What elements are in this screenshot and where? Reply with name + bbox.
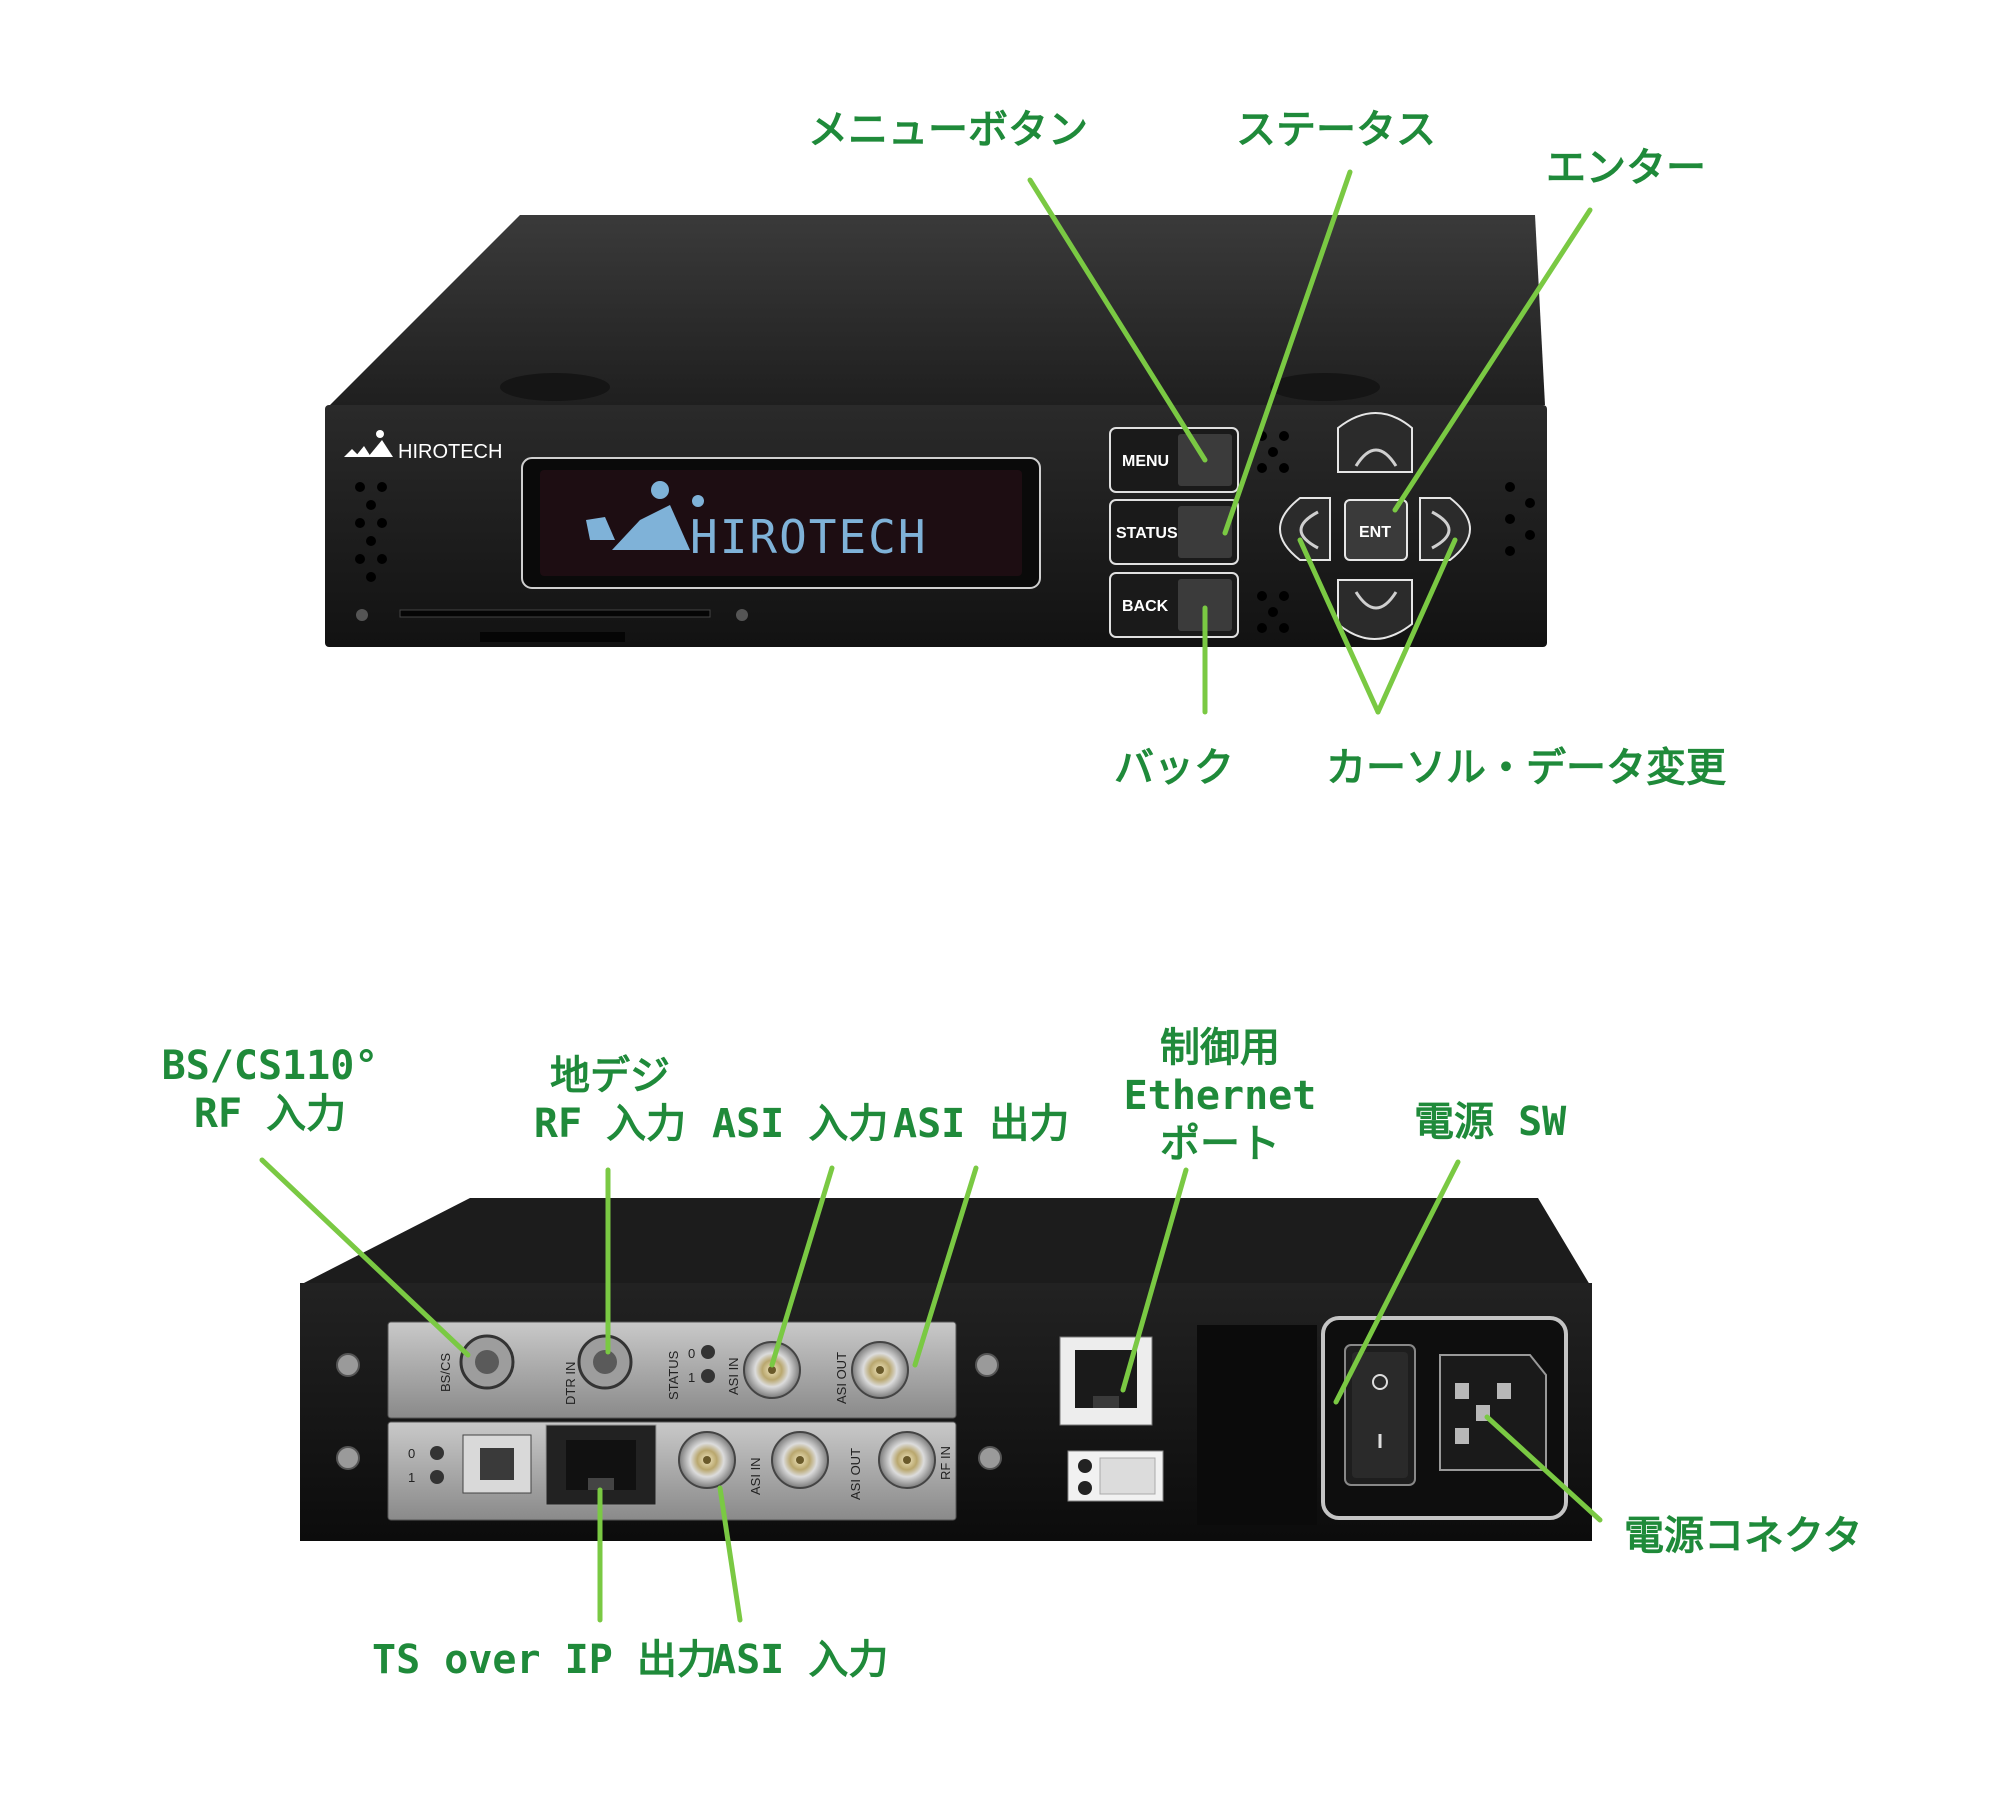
dpad-up [1337, 412, 1413, 473]
callout-bs-cs-line2: RF 入力 [193, 1091, 347, 1137]
front-brand-logo [344, 430, 393, 457]
bs-cs-connector [459, 1334, 515, 1390]
front-chassis-top [330, 215, 1545, 405]
callout-ts-over-ip: TS over IP 出力 [372, 1637, 717, 1683]
led-1-label-lower: 1 [408, 1470, 415, 1485]
callout-power-sw: 電源 SW [1414, 1099, 1567, 1145]
callout-terrestrial-line2: RF 入力 [533, 1101, 687, 1147]
usb-b-port [462, 1434, 532, 1494]
front-leader-lines [1027, 169, 1593, 715]
asi-out-upper-bnc [851, 1341, 909, 1399]
status-button-shape [1109, 499, 1239, 565]
power-switch-shape [1344, 1344, 1416, 1486]
enter-button-shape [1344, 499, 1408, 561]
led-1-label-upper: 1 [688, 1370, 695, 1385]
fan-grille [1197, 1325, 1317, 1525]
back-button-label[interactable]: BACK [1122, 598, 1169, 615]
asi-out-lower-label: ASI OUT [848, 1448, 863, 1500]
callout-back: バック [1114, 745, 1234, 791]
asi-in-lower-label: ASI IN [748, 1457, 763, 1495]
dtr-in-connector [577, 1334, 633, 1390]
status-button-label[interactable]: STATUS [1116, 525, 1178, 542]
status-port-label: STATUS [666, 1350, 681, 1400]
asi-out-lower-bnc-1 [771, 1431, 829, 1489]
callout-ethernet-line3: ポート [1160, 1121, 1280, 1167]
terminal-block [1067, 1450, 1164, 1502]
asi-in-lower-bnc [678, 1431, 736, 1489]
lcd-brand-text: HIROTECH [690, 510, 928, 564]
rear-leader-lines [259, 1157, 1603, 1623]
callout-terrestrial: 地デジ RF 入力 [530, 1052, 690, 1148]
bs-cs-port-label: BS/CS [438, 1353, 453, 1392]
asi-out-upper-label: ASI OUT [834, 1352, 849, 1404]
led-0-label-lower: 0 [408, 1446, 415, 1461]
callout-menu-button: メニューボタン [808, 107, 1088, 153]
front-vent-left [355, 482, 387, 582]
callout-bs-cs-line1: BS/CS110° [161, 1043, 379, 1089]
callout-ethernet: 制御用 Ethernet ポート [1110, 1024, 1330, 1168]
asi-out-lower-bnc-2 [878, 1431, 936, 1489]
power-connector-shape [1439, 1354, 1547, 1471]
menu-button-label[interactable]: MENU [1122, 453, 1169, 470]
callout-ethernet-line1: 制御用 [1160, 1025, 1280, 1071]
callout-ethernet-line2: Ethernet [1123, 1073, 1317, 1119]
dtr-in-port-label: DTR IN [563, 1362, 578, 1405]
asi-in-upper-label: ASI IN [726, 1357, 741, 1395]
asi-in-upper-bnc [743, 1341, 801, 1399]
upper-module-plate [387, 1321, 957, 1419]
front-brand-text: HIROTECH [398, 441, 502, 463]
rf-in-lower-label: RF IN [938, 1446, 953, 1480]
callout-bs-cs: BS/CS110° RF 入力 [160, 1042, 380, 1138]
callout-terrestrial-line1: 地デジ [550, 1053, 670, 1099]
callout-asi-input-top: ASI 入力 [712, 1101, 889, 1147]
callout-enter: エンター [1546, 145, 1706, 191]
callout-status: ステータス [1236, 107, 1436, 153]
callout-cursor-data: カーソル・データ変更 [1326, 745, 1726, 791]
led-0-label-upper: 0 [688, 1346, 695, 1361]
callout-asi-output: ASI 出力 [893, 1101, 1070, 1147]
callout-power-connector: 電源コネクタ [1624, 1513, 1863, 1559]
rear-chassis-top [300, 1198, 1590, 1285]
enter-button-label[interactable]: ENT [1359, 524, 1391, 541]
callout-asi-input-bottom: ASI 入力 [712, 1637, 889, 1683]
